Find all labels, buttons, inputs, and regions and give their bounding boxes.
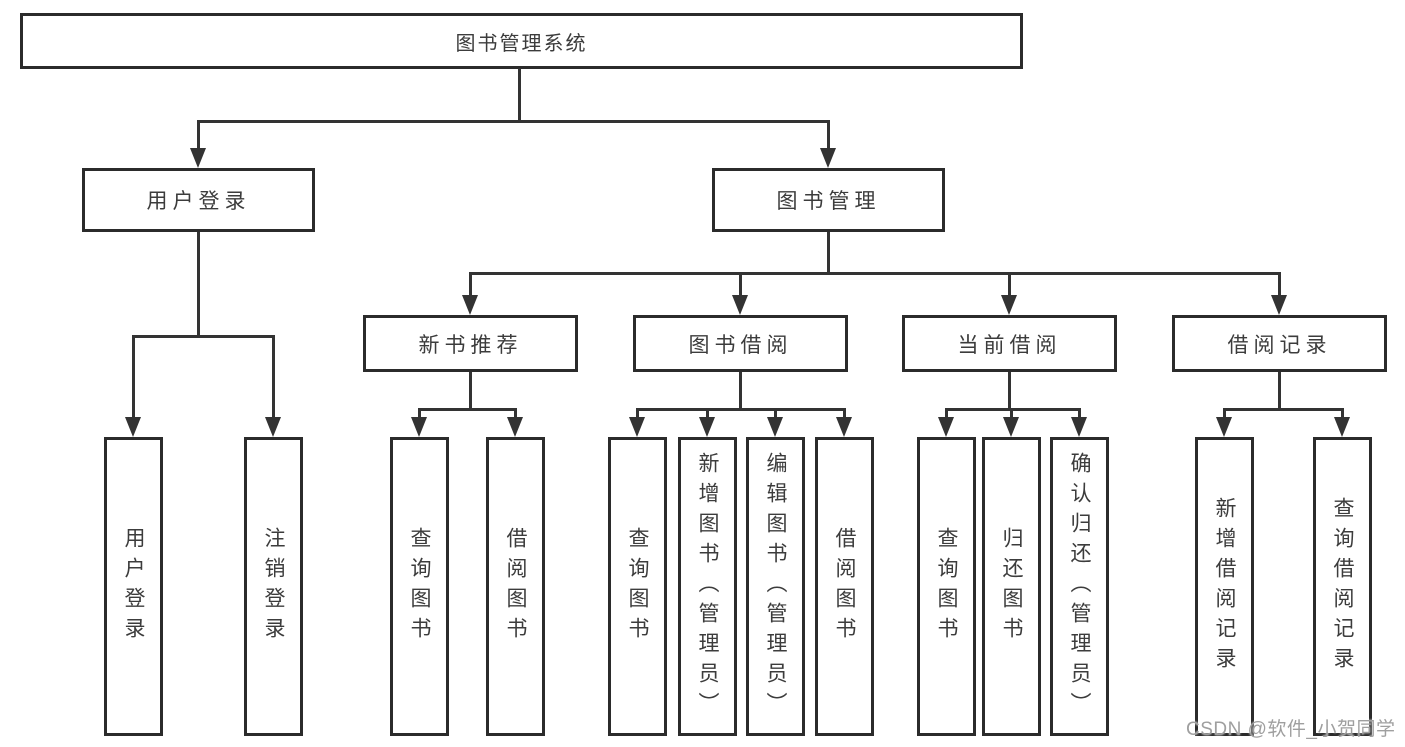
connector-line — [197, 120, 200, 148]
node-leaf-confirm-return-admin: 确认归还（管理员） — [1050, 437, 1109, 736]
connector-line — [518, 68, 521, 120]
node-label: 查询借阅记录 — [1331, 496, 1354, 677]
connector-line — [1223, 408, 1343, 411]
node-leaf-recommend-query-book: 查询图书 — [390, 437, 449, 736]
connector-line — [1008, 272, 1011, 295]
node-root-library-system: 图书管理系统 — [20, 13, 1023, 69]
node-leaf-borrow-query-book: 查询图书 — [608, 437, 667, 736]
arrow-down-icon — [767, 417, 783, 437]
arrow-down-icon — [836, 417, 852, 437]
connector-line — [706, 408, 709, 417]
connector-line — [1008, 372, 1011, 408]
connector-line — [418, 408, 421, 417]
arrow-down-icon — [1071, 417, 1087, 437]
connector-line — [197, 120, 830, 123]
node-book-management: 图书管理 — [712, 168, 945, 232]
connector-line — [469, 272, 1281, 275]
connector-line — [197, 232, 200, 335]
node-leaf-borrow-borrow-book: 借阅图书 — [815, 437, 874, 736]
connector-line — [1010, 408, 1013, 417]
node-leaf-user-login: 用户登录 — [104, 437, 163, 736]
connector-line — [1278, 272, 1281, 295]
arrow-down-icon — [190, 148, 206, 168]
arrow-down-icon — [938, 417, 954, 437]
node-label: 注销登录 — [262, 526, 285, 647]
connector-line — [1341, 408, 1344, 417]
node-label: 归还图书 — [1000, 526, 1023, 647]
connector-line — [945, 408, 948, 417]
arrow-down-icon — [1001, 295, 1017, 315]
node-leaf-add-book-admin: 新增图书（管理员） — [678, 437, 737, 736]
connector-line — [1223, 408, 1226, 417]
node-label: 新增图书（管理员） — [696, 451, 719, 722]
node-label: 图书管理 — [776, 190, 881, 213]
node-label: 当前借阅 — [957, 333, 1062, 357]
connector-line — [1078, 408, 1081, 417]
arrow-down-icon — [1271, 295, 1287, 315]
arrow-down-icon — [699, 417, 715, 437]
arrow-down-icon — [1334, 417, 1350, 437]
connector-line — [469, 372, 472, 408]
arrow-down-icon — [820, 148, 836, 168]
node-current-borrow: 当前借阅 — [902, 315, 1117, 372]
node-borrow-record: 借阅记录 — [1172, 315, 1387, 372]
node-label: 借阅图书 — [504, 526, 527, 647]
node-label: 用户登录 — [122, 526, 145, 647]
node-label: 图书借阅 — [688, 333, 793, 357]
arrow-down-icon — [462, 295, 478, 315]
node-label: 借阅图书 — [833, 526, 856, 647]
connector-line — [514, 408, 517, 417]
node-label: 编辑图书（管理员） — [764, 451, 787, 722]
arrow-down-icon — [732, 295, 748, 315]
connector-line — [843, 408, 846, 417]
connector-line — [272, 335, 275, 417]
connector-line — [827, 232, 830, 272]
node-leaf-recommend-borrow-book: 借阅图书 — [486, 437, 545, 736]
node-label: 新书推荐 — [418, 333, 523, 357]
node-leaf-return-book: 归还图书 — [982, 437, 1041, 736]
node-user-login: 用户登录 — [82, 168, 315, 232]
arrow-down-icon — [1216, 417, 1232, 437]
arrow-down-icon — [629, 417, 645, 437]
arrow-down-icon — [125, 417, 141, 437]
arrow-down-icon — [507, 417, 523, 437]
connector-line — [418, 408, 517, 411]
node-label: 确认归还（管理员） — [1068, 451, 1091, 722]
connector-line — [1278, 372, 1281, 408]
node-book-borrow: 图书借阅 — [633, 315, 848, 372]
csdn-watermark: CSDN @软件_小贺同学 — [1186, 719, 1396, 740]
node-label: 查询图书 — [408, 526, 431, 647]
arrow-down-icon — [1003, 417, 1019, 437]
connector-line — [636, 408, 639, 417]
arrow-down-icon — [265, 417, 281, 437]
connector-line — [636, 408, 845, 411]
node-label: 借阅记录 — [1227, 333, 1332, 357]
connector-line — [469, 272, 472, 295]
node-label: 用户登录 — [146, 190, 251, 213]
connector-line — [132, 335, 135, 417]
node-leaf-current-query-book: 查询图书 — [917, 437, 976, 736]
connector-line — [774, 408, 777, 417]
node-leaf-edit-book-admin: 编辑图书（管理员） — [746, 437, 805, 736]
connector-line — [132, 335, 275, 338]
connector-line — [739, 272, 742, 295]
connector-line — [827, 120, 830, 148]
connector-line — [739, 372, 742, 408]
node-label: 查询图书 — [626, 526, 649, 647]
node-leaf-query-borrow-record: 查询借阅记录 — [1313, 437, 1372, 736]
node-label: 查询图书 — [935, 526, 958, 647]
node-label: 图书管理系统 — [455, 32, 588, 55]
node-label: 新增借阅记录 — [1213, 496, 1236, 677]
node-leaf-logout: 注销登录 — [244, 437, 303, 736]
node-leaf-add-borrow-record: 新增借阅记录 — [1195, 437, 1254, 736]
arrow-down-icon — [411, 417, 427, 437]
node-new-book-recommend: 新书推荐 — [363, 315, 578, 372]
